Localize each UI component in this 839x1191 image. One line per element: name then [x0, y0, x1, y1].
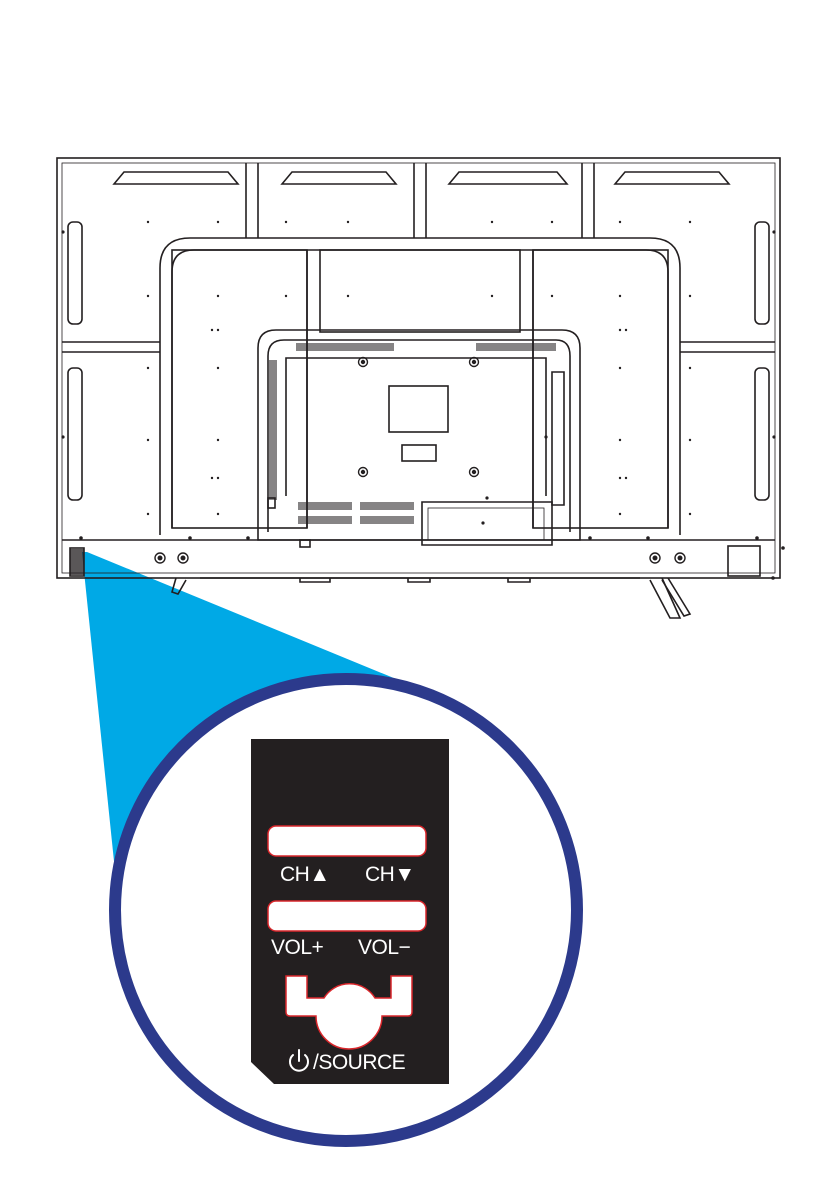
keypad-location: [70, 549, 84, 575]
vol-down-label: VOL−: [358, 937, 410, 958]
vol-rocker-button[interactable]: [268, 901, 426, 931]
ch-down-label: CH▼: [365, 864, 415, 885]
ch-rocker-button[interactable]: [268, 826, 426, 856]
vol-up-label: VOL+: [271, 937, 323, 958]
panel-dots: [61, 221, 784, 580]
source-label: /SOURCE: [313, 1052, 405, 1073]
tv-back-panel: [57, 158, 780, 618]
ch-up-label: CH▲: [280, 864, 330, 885]
